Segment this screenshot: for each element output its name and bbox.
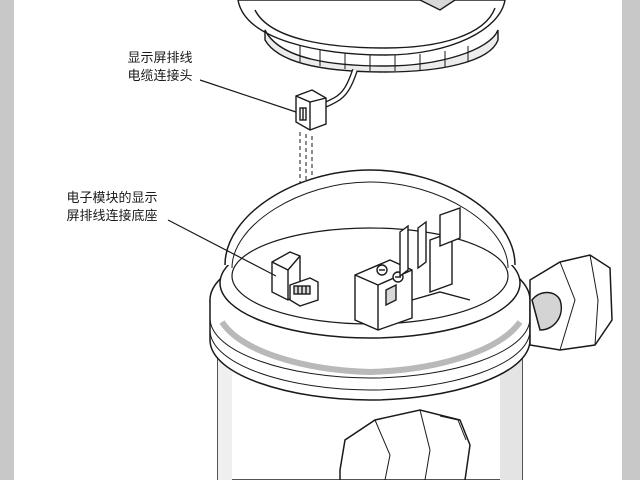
display-cover (237, 0, 506, 73)
right-side-panel (622, 0, 640, 480)
cable-connector (295, 89, 327, 131)
callout-display-cable-socket: 电子模块的显示 屏排线连接底座 (66, 190, 277, 277)
electronics-module (271, 207, 471, 331)
left-side-panel (0, 0, 14, 480)
transmitter-housing (209, 169, 613, 480)
leader-line (167, 219, 277, 277)
leader-line (199, 79, 297, 113)
callout-display-cable-connector: 显示屏排线 电缆连接头 (127, 51, 297, 113)
callout-label-line-2: 屏排线连接底座 (66, 208, 157, 224)
callout-label-line-1: 电子模块的显示 (66, 190, 157, 206)
callout-label-line-1: 显示屏排线 (127, 51, 192, 66)
callout-label-line-2: 电缆连接头 (127, 68, 192, 84)
